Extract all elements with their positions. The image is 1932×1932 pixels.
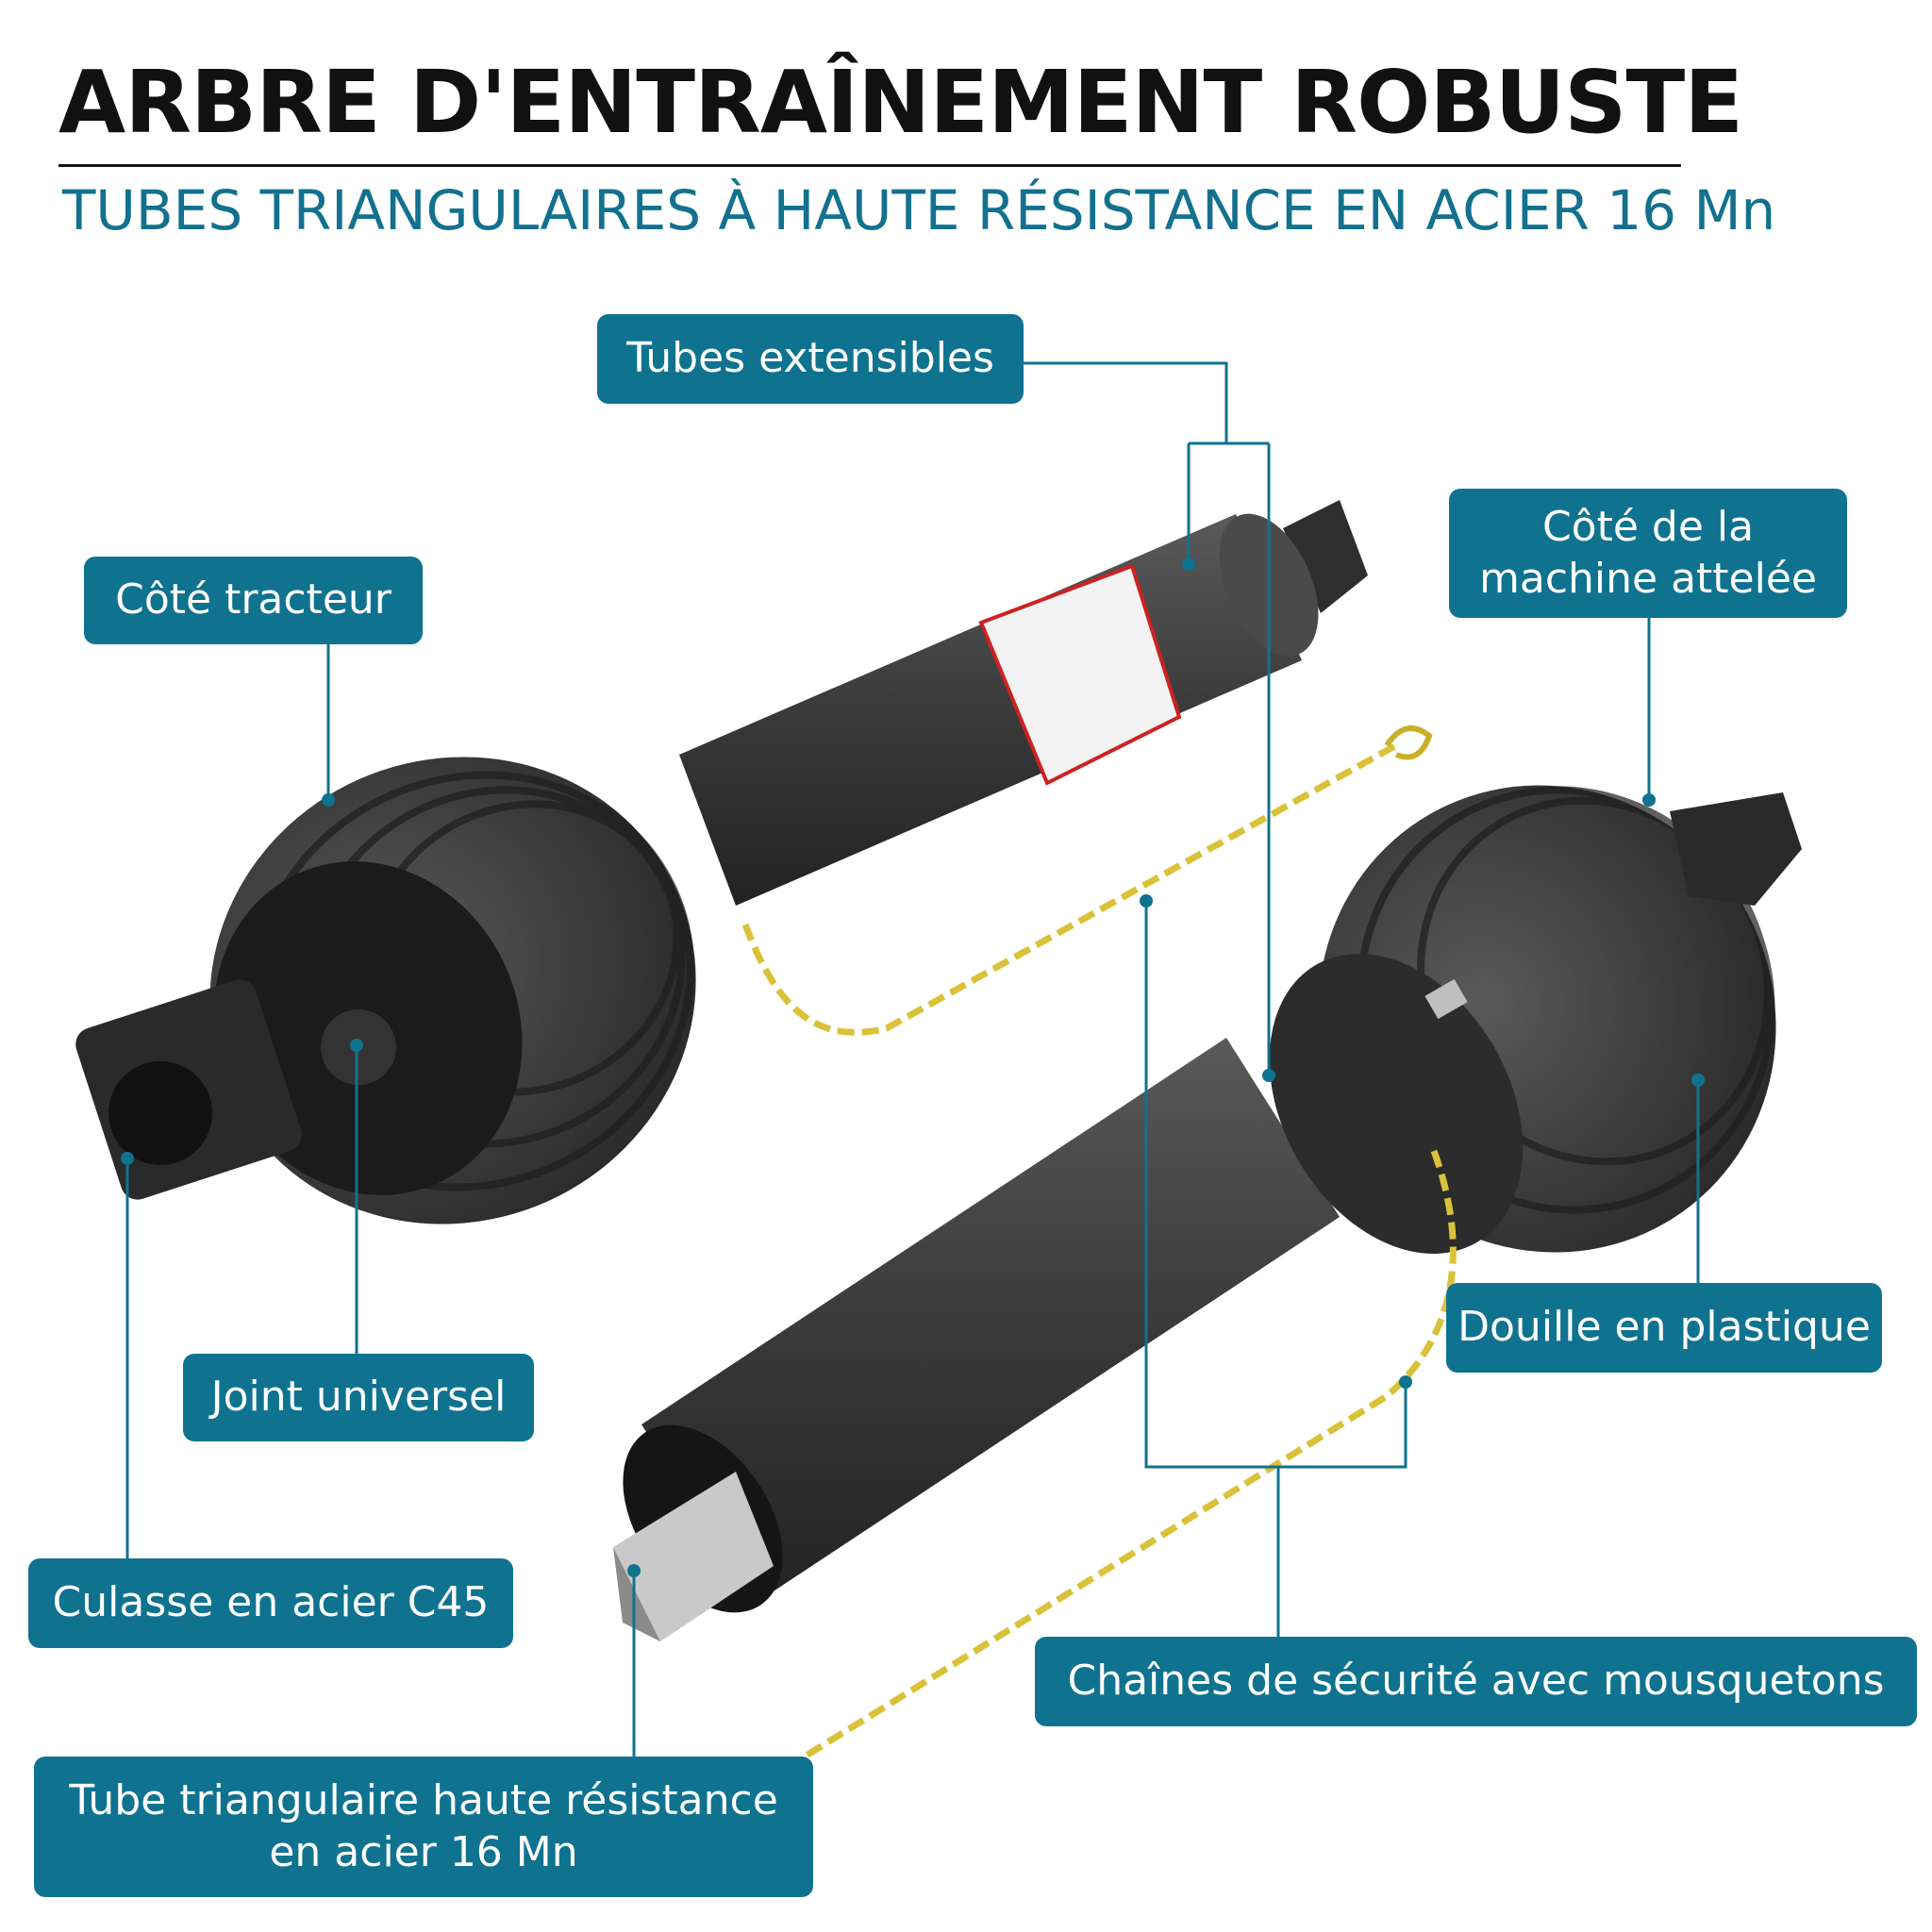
label-culasse-text: Culasse en acier C45 (52, 1578, 490, 1627)
page-title: ARBRE D'ENTRAÎNEMENT ROBUSTE (58, 52, 1743, 153)
label-cote-machine-line2: machine attelée (1479, 554, 1817, 603)
label-douille-plastique: Douille en plastique (1446, 1283, 1882, 1373)
lower-yoke (1670, 792, 1802, 906)
label-tubes-extensibles-text: Tubes extensibles (626, 334, 994, 383)
upper-inner-tube-end (1283, 500, 1368, 613)
lower-outer-tube (641, 1038, 1340, 1604)
warning-sticker (978, 563, 1182, 786)
label-tube-triangulaire-line2: en acier 16 Mn (269, 1827, 578, 1876)
label-cote-tracteur: Côté tracteur (84, 557, 423, 644)
label-cote-tracteur-text: Côté tracteur (115, 575, 391, 625)
label-joint-universel-text: Joint universel (210, 1373, 507, 1422)
callout-leaders (125, 361, 1700, 1757)
label-douille-plastique-text: Douille en plastique (1457, 1303, 1871, 1352)
lower-shaft (613, 785, 1802, 1641)
label-tube-triangulaire: Tube triangulaire haute résistance en ac… (34, 1757, 813, 1897)
label-chaines-text: Chaînes de sécurité avec mousquetons (1067, 1657, 1885, 1706)
label-joint-universel: Joint universel (183, 1354, 534, 1441)
label-culasse: Culasse en acier C45 (28, 1558, 513, 1648)
label-tubes-extensibles: Tubes extensibles (597, 314, 1024, 404)
label-cote-machine: Côté de la machine attelée (1449, 489, 1847, 618)
callout-dots (121, 558, 1705, 1577)
upper-shaft (75, 500, 1368, 1224)
label-cote-machine-line1: Côté de la (1541, 502, 1755, 551)
page-subtitle: TUBES TRIANGULAIRES À HAUTE RÉSISTANCE E… (62, 178, 1776, 242)
title-divider (58, 164, 1681, 167)
label-tube-triangulaire-line1: Tube triangulaire haute résistance (69, 1775, 778, 1824)
label-chaines: Chaînes de sécurité avec mousquetons (1035, 1637, 1917, 1726)
lower-inner-triangular-tube (613, 1472, 774, 1641)
